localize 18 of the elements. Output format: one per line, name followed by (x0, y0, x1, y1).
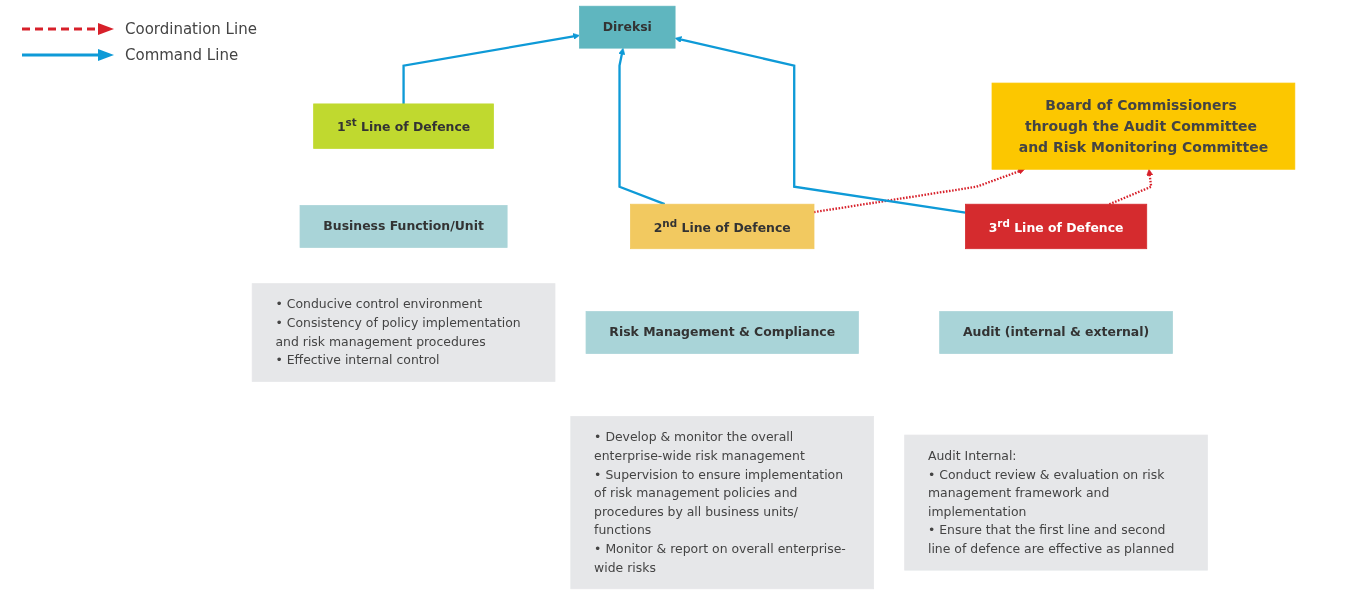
node-box: Risk Management & Compliance (585, 311, 859, 354)
node-box: • Develop & monitor the overall enterprise-wide risk management • Supervision to ensure implementation of risk management policies and procedures by all business units/ functions • Monitor & report on overall enterprise-wide risks (570, 416, 874, 590)
legend-text: Coordination Line (125, 20, 257, 38)
node-box: • Conducive control environment • Consistency of policy implementation and risk management procedures • Effective internal control (251, 283, 556, 382)
node-box: Board of Commissioners through the Audit Committee and Risk Monitoring Committee (991, 82, 1296, 170)
node-box: Audit (internal & external) (939, 311, 1173, 354)
node-box: 1$^{st}$ Line of Defence (313, 103, 494, 149)
legend-text: Command Line (125, 46, 239, 64)
arrow (618, 47, 666, 206)
arrow (674, 36, 966, 214)
node-box: 2$^{nd}$ Line of Defence (630, 203, 815, 250)
node-box: Audit Internal: • Conduct review & evaluation on risk management framework and implementation • Ensure that the first line and second line of defence are effective as planned (904, 434, 1208, 571)
arrow (1108, 168, 1154, 206)
node-box: Direksi (579, 5, 676, 49)
node-box: Business Function/Unit (299, 205, 508, 248)
arrow (402, 33, 580, 104)
node-box: 3$^{rd}$ Line of Defence (965, 203, 1148, 250)
arrow (813, 168, 1025, 214)
